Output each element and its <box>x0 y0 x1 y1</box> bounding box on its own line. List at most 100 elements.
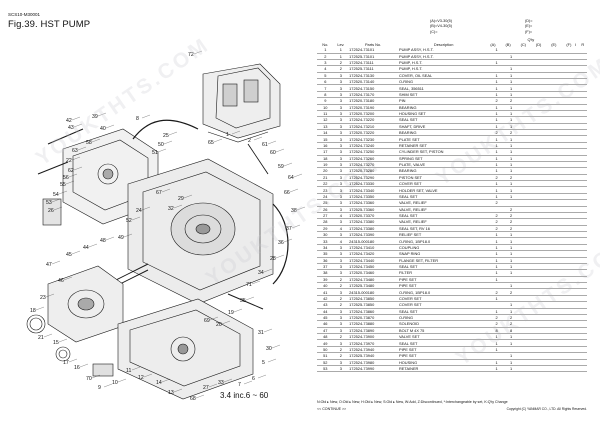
callout-leader-line <box>65 180 75 185</box>
cell-r <box>578 269 587 277</box>
cell-lev: 3 <box>333 155 349 162</box>
cell-qty-f <box>558 116 573 124</box>
callout-leader-line <box>257 374 267 379</box>
cell-qty-e <box>545 282 559 290</box>
variant-c-label: (C)= <box>430 29 438 34</box>
cell-i <box>572 288 579 296</box>
cell-lev: 4 <box>333 237 349 245</box>
cell-description: RELIEF SET <box>397 231 490 239</box>
cell-description: BEARING <box>397 167 490 175</box>
callout-label: 48 <box>100 238 106 244</box>
cell-i <box>572 365 579 373</box>
callout-leader-line <box>105 236 115 241</box>
callout-label: 44 <box>83 245 89 251</box>
cell-qty-f <box>558 295 573 303</box>
cell-lev: 3 <box>333 129 349 137</box>
cell-description: COVER, OIL SEAL <box>397 72 490 80</box>
cell-r <box>578 91 587 99</box>
cell-qty-c <box>518 244 532 252</box>
cell-i <box>572 91 579 99</box>
callout-label: 50 <box>158 142 164 148</box>
cell-qty-f <box>558 327 573 335</box>
cell-qty-b: 1 <box>503 123 519 131</box>
callout-leader-line <box>243 380 253 385</box>
cell-qty-c <box>518 308 532 315</box>
callout-label: 46 <box>58 278 64 284</box>
cell-i <box>572 59 579 67</box>
callout-label: 42 <box>66 118 72 124</box>
cell-lev: 3 <box>333 206 349 213</box>
cell-qty-b: 1 <box>503 116 519 124</box>
cell-qty-a: 1 <box>489 333 504 341</box>
cell-r <box>578 212 587 220</box>
callout-leader-line <box>263 268 273 273</box>
cell-i <box>572 308 579 315</box>
cell-qty-f <box>558 225 573 233</box>
cell-qty-c <box>518 320 532 328</box>
callout-leader-line <box>275 148 285 153</box>
cell-qty-a: 2 <box>489 129 504 137</box>
continue-link[interactable]: << CONTINUE >> <box>317 407 347 411</box>
cell-r <box>578 365 587 373</box>
exploded-pump-diagram: 7242433940858632262565554532625505165126… <box>26 50 306 402</box>
cell-qty-a: 2 <box>489 97 504 105</box>
cell-qty-c <box>518 276 532 284</box>
cell-qty-e <box>545 346 559 354</box>
cell-i <box>572 174 579 182</box>
cell-qty-d <box>531 282 546 290</box>
cell-i <box>572 282 579 290</box>
cell-qty-a: 2 <box>489 314 504 322</box>
